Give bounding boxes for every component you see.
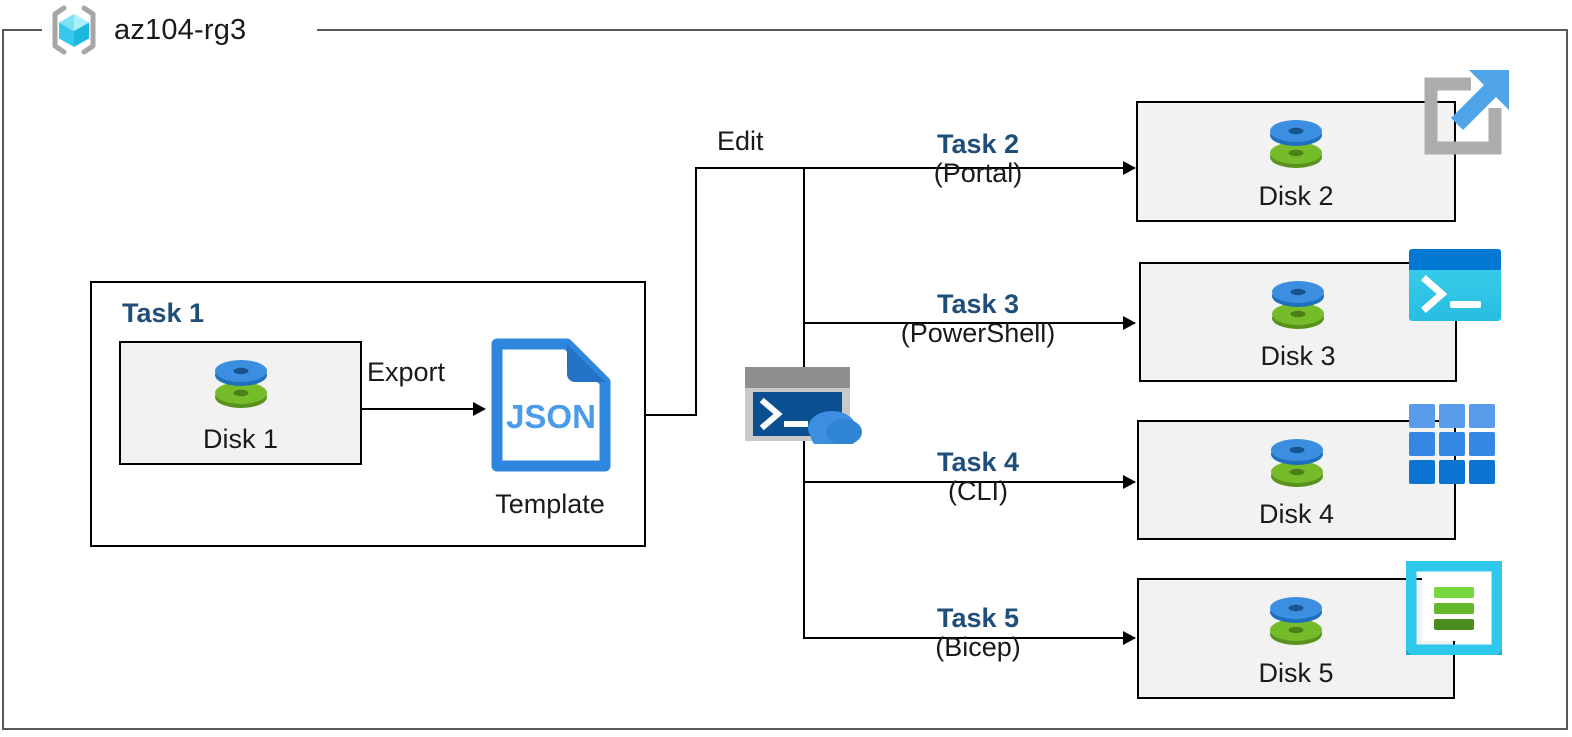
task3-tool-label: (PowerShell) — [900, 318, 1056, 349]
task3-arrow-line — [803, 322, 1135, 324]
edit-connector-segment-v — [695, 167, 697, 416]
task1-label: Task 1 — [122, 298, 205, 328]
resource-group-cube-icon — [46, 2, 102, 58]
task2-label: Task 2 — [936, 129, 1020, 159]
disk-icon — [1267, 590, 1325, 656]
powershell-icon — [1409, 249, 1501, 326]
resource-group-header: az104-rg3 — [46, 2, 246, 58]
task4-arrow-line — [803, 481, 1135, 483]
task2-tool-label: (Portal) — [933, 158, 1023, 189]
azure-cloud-shell-icon — [744, 366, 866, 449]
disk2-caption: Disk 2 — [1258, 181, 1334, 211]
task4-tool-label: (CLI) — [948, 476, 1008, 507]
task5-tool-label: (Bicep) — [935, 632, 1021, 663]
resource-group-name: az104-rg3 — [114, 13, 247, 46]
task3-arrow-head — [1123, 316, 1136, 330]
resource-group-frame — [2, 29, 1568, 730]
export-arrow-line — [362, 408, 475, 410]
task4-edge-label: Task 4 (CLI) — [828, 447, 1128, 507]
disk4-box: Disk 4 — [1137, 420, 1456, 540]
disk-icon — [1268, 432, 1326, 498]
disk3-box: Disk 3 — [1139, 262, 1457, 382]
json-file-type-text: JSON — [506, 398, 596, 435]
disk3-caption: Disk 3 — [1260, 341, 1336, 371]
task5-label: Task 5 — [936, 603, 1020, 633]
disk-icon — [212, 353, 270, 419]
bicep-icon — [1405, 560, 1503, 660]
cli-grid-icon — [1408, 403, 1496, 492]
portal-external-link-icon — [1407, 58, 1517, 173]
task5-arrow-head — [1123, 631, 1136, 645]
export-label: Export — [367, 357, 446, 387]
disk1-caption: Disk 1 — [202, 424, 278, 454]
disk1-box: Disk 1 — [119, 341, 362, 465]
task3-edge-label: Task 3 (PowerShell) — [828, 289, 1128, 349]
task2-edge-label: Task 2 (Portal) — [828, 129, 1128, 189]
task5-arrow-line — [803, 637, 1135, 639]
task5-edge-label: Task 5 (Bicep) — [828, 603, 1128, 663]
disk-icon — [1267, 113, 1325, 179]
disk4-caption: Disk 4 — [1258, 499, 1334, 529]
export-arrow-head — [473, 402, 486, 416]
edit-connector-segment-h2 — [695, 167, 1135, 169]
edit-connector-segment-h1 — [645, 414, 697, 416]
template-caption: Template — [495, 489, 605, 519]
task2-arrow-head — [1123, 161, 1136, 175]
edit-label: Edit — [717, 126, 764, 156]
task4-arrow-head — [1123, 475, 1136, 489]
disk2-box: Disk 2 — [1136, 101, 1456, 222]
task3-label: Task 3 — [936, 289, 1020, 319]
disk5-box: Disk 5 — [1137, 578, 1455, 699]
task4-label: Task 4 — [936, 447, 1020, 477]
disk-icon — [1269, 274, 1327, 340]
json-file-icon: JSON — [489, 338, 613, 477]
disk5-caption: Disk 5 — [1258, 658, 1334, 688]
